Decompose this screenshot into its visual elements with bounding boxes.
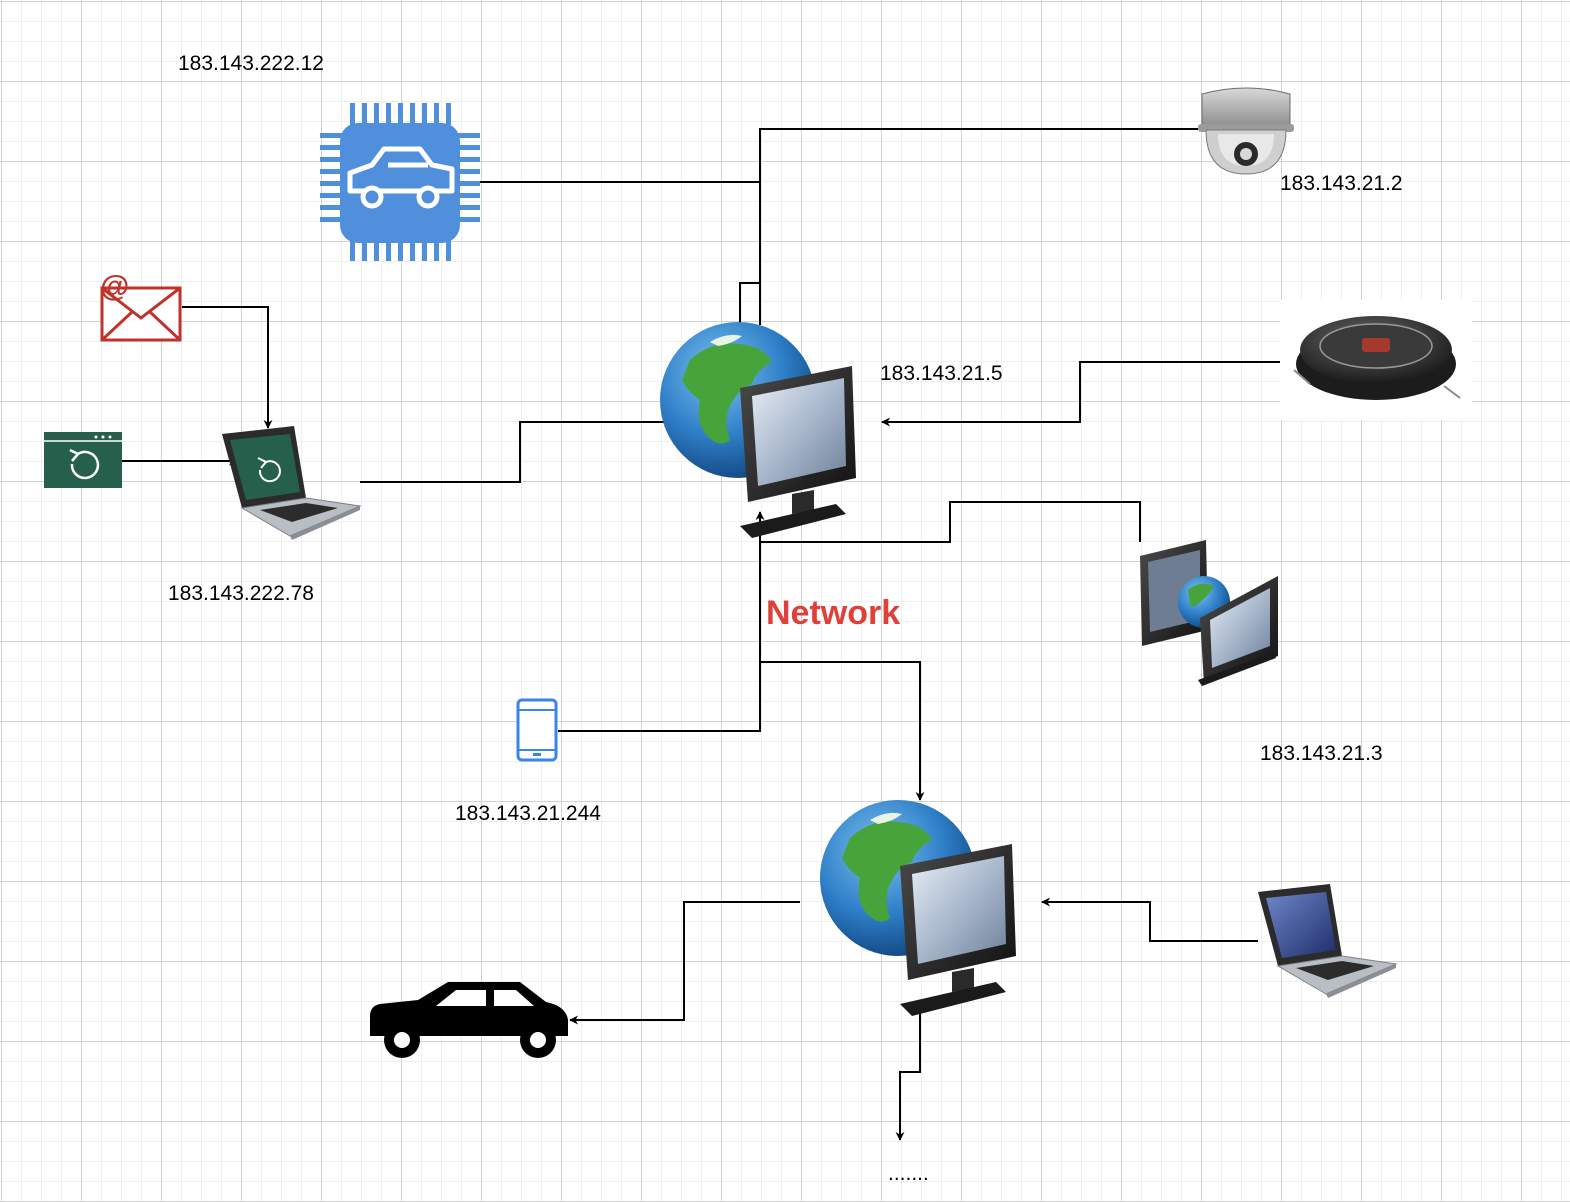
networked-desktops-icon[interactable]: [1140, 540, 1278, 686]
edge-phone-to-bus: [558, 662, 761, 732]
edge-bus-to-secondary-hub: [760, 661, 925, 801]
edge-laptop2-to-secondary-hub: [1041, 897, 1258, 942]
continuation-label: .......: [888, 1162, 929, 1185]
app-window-icon[interactable]: [44, 432, 122, 488]
edge-secondary-hub-to-car: [569, 901, 800, 1025]
laptop-secondary-icon[interactable]: [1258, 884, 1398, 998]
mobile-phone-icon[interactable]: [516, 698, 558, 762]
phone-ip-label: 183.143.21.244: [455, 802, 601, 825]
network-hub-icon[interactable]: [660, 322, 856, 538]
secondary-hub-icon[interactable]: [820, 800, 1016, 1016]
edge-camera-bus: [759, 128, 1200, 325]
edge-hub-stub: [739, 282, 760, 325]
hub-ip-label: 183.143.21.5: [880, 362, 1003, 385]
edge-email-to-laptop: [182, 306, 273, 429]
connections: [122, 128, 1280, 1141]
edge-hub-to-desktops: [760, 501, 1141, 543]
robot-vacuum-icon[interactable]: [1280, 300, 1472, 420]
network-label: Network: [766, 594, 900, 632]
car-chip-icon[interactable]: [320, 103, 480, 261]
svg-text:@: @: [100, 270, 129, 303]
laptop-ip-label: 183.143.222.78: [168, 582, 314, 605]
edge-vacuum-to-hub: [881, 361, 1280, 427]
edge-laptop-to-hub: [360, 417, 673, 483]
desktops-ip-label: 183.143.21.3: [1260, 742, 1383, 765]
laptop-icon[interactable]: [222, 426, 362, 540]
camera-ip-label: 183.143.21.2: [1280, 172, 1403, 195]
edge-secondary-hub-onward: [895, 1002, 921, 1141]
car-icon[interactable]: [370, 982, 568, 1058]
email-icon[interactable]: @: [100, 270, 182, 342]
chip-ip-label: 183.143.222.12: [178, 52, 324, 75]
security-camera-icon[interactable]: [1198, 87, 1294, 175]
